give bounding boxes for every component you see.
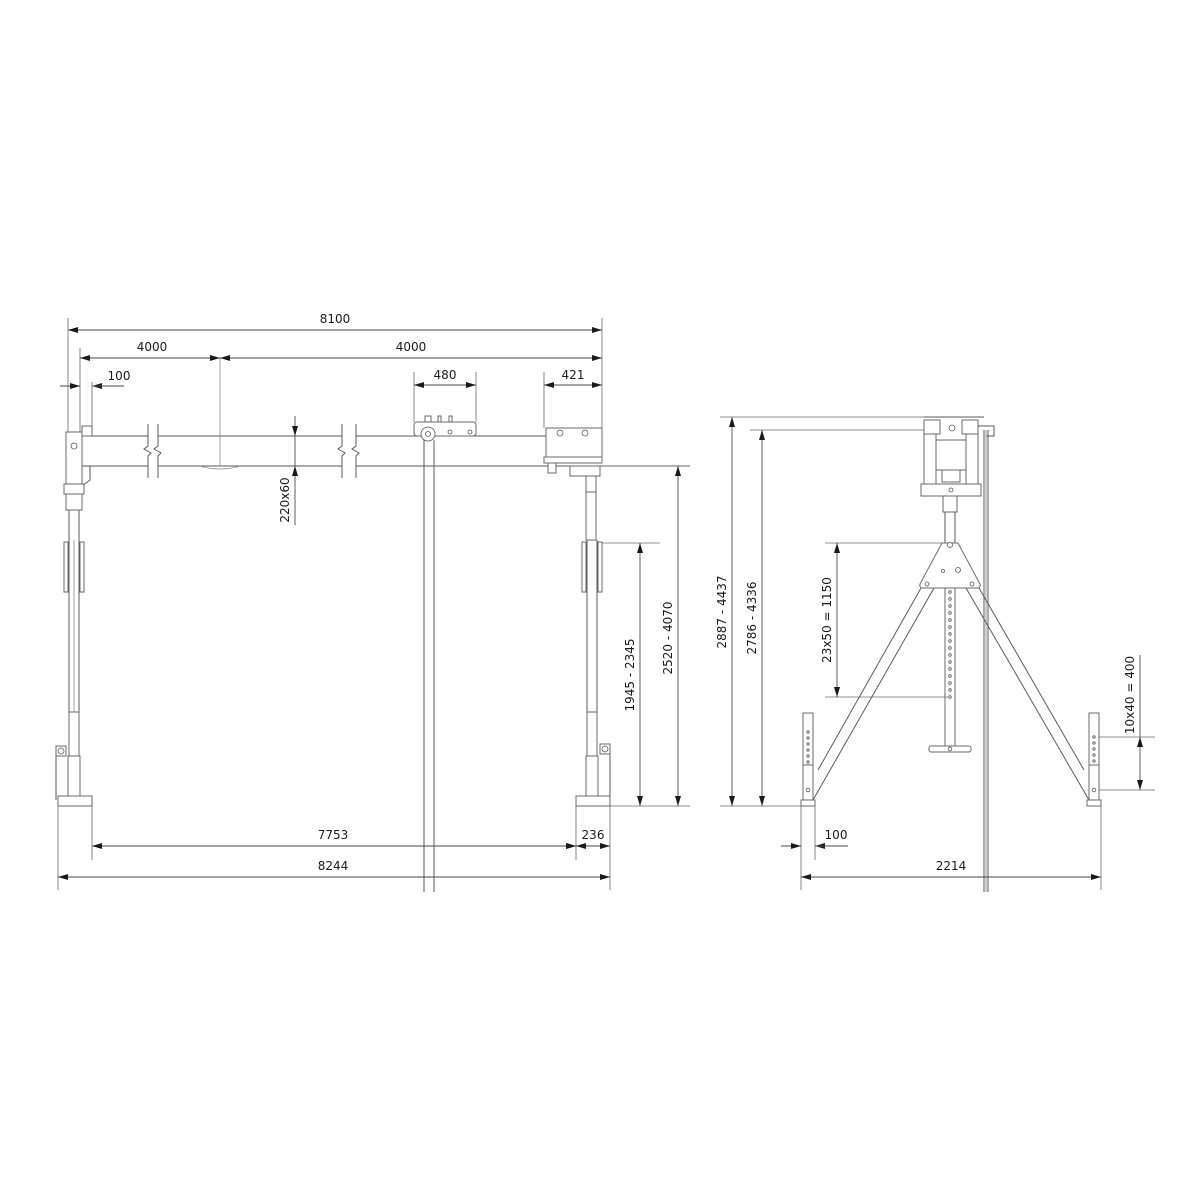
dim-inner-foot-span: 7753 bbox=[318, 828, 349, 842]
dim-column-hole-pattern: 23x50 = 1150 bbox=[820, 577, 834, 663]
dim-trolley-width: 480 bbox=[434, 368, 457, 382]
dim-left-span: 4000 bbox=[137, 340, 168, 354]
dim-beam-height: 2520 - 4070 bbox=[661, 601, 675, 674]
side-center-column bbox=[919, 512, 981, 753]
dim-end-offset: 100 bbox=[108, 369, 131, 383]
dim-overall-width: 8244 bbox=[318, 859, 349, 873]
dim-lower-height: 1945 - 2345 bbox=[623, 638, 637, 711]
front-extension-lines bbox=[57, 318, 690, 890]
side-legs bbox=[800, 587, 1102, 807]
dim-total-height: 2887 - 4437 bbox=[715, 575, 729, 648]
dim-beam-section: 220x60 bbox=[278, 477, 292, 522]
side-carriage bbox=[920, 416, 995, 513]
hoist-and-right-column bbox=[543, 427, 611, 807]
dim-side-foot-width: 100 bbox=[825, 828, 848, 842]
side-extension-lines bbox=[720, 416, 1155, 890]
front-dimension-lines bbox=[58, 327, 681, 880]
side-rail bbox=[983, 430, 989, 892]
left-column bbox=[55, 431, 93, 807]
dim-base-width: 2214 bbox=[936, 859, 967, 873]
dim-right-span: 4000 bbox=[396, 340, 427, 354]
side-dimension-lines bbox=[729, 417, 1143, 880]
trolley bbox=[413, 415, 477, 892]
front-view: 8100 4000 4000 100 480 421 220x60 1945 -… bbox=[55, 312, 690, 892]
column-holes bbox=[948, 590, 952, 699]
dim-hoist-width: 421 bbox=[562, 368, 585, 382]
side-view: 2887 - 4437 2786 - 4336 23x50 = 1150 10x… bbox=[715, 416, 1155, 892]
dim-beam-top-height: 2786 - 4336 bbox=[745, 581, 759, 654]
dim-foot-width: 236 bbox=[582, 828, 605, 842]
dim-leg-hole-pattern: 10x40 = 400 bbox=[1123, 656, 1137, 734]
dim-overall-beam: 8100 bbox=[320, 312, 351, 326]
